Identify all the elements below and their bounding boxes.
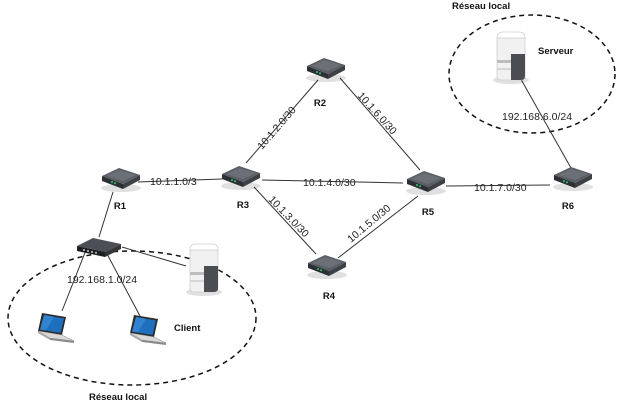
client-label: Client <box>174 323 201 334</box>
link-r1-switch <box>98 191 114 238</box>
link-switch-laptop2 <box>105 251 141 317</box>
link-r5-r6 <box>445 184 551 187</box>
lan-top-boundary <box>448 14 616 134</box>
router-label-r3: R3 <box>237 200 249 211</box>
router-r3-icon <box>221 166 261 190</box>
lan-bottom-boundary <box>7 250 257 386</box>
link-label-r3-r4: 10.1.3.0/30 <box>266 194 311 240</box>
laptop-2-icon <box>129 314 167 346</box>
link-r3-r5 <box>261 179 404 184</box>
link-label-r4-r5: 10.1.5.0/30 <box>345 202 393 245</box>
link-r2-r5 <box>339 77 421 171</box>
link-label-r3-r5: 10.1.4.0/30 <box>303 177 356 189</box>
server-bottom-icon <box>185 243 223 297</box>
router-r6-icon <box>553 167 593 191</box>
link-r6-server <box>517 73 572 169</box>
links <box>61 73 572 317</box>
link-label-r2-r5: 10.1.6.0/30 <box>355 90 399 137</box>
lan-bottom-title: Réseau local <box>89 392 147 403</box>
lan-top-subnet: 192.168.6.0/24 <box>502 111 572 123</box>
link-switch-laptop1 <box>61 249 87 312</box>
lan-bottom-subnet: 192.168.1.0/24 <box>67 274 137 286</box>
link-switch-server <box>121 246 187 267</box>
router-label-r1: R1 <box>114 201 127 212</box>
switch-icon <box>77 238 121 257</box>
router-r2-icon <box>306 58 346 82</box>
laptop-1-icon <box>37 312 75 344</box>
router-r5-icon <box>406 171 446 195</box>
router-label-r4: R4 <box>323 291 336 302</box>
link-r3-r4 <box>253 186 317 255</box>
router-r1-icon <box>101 168 141 192</box>
server-label: Serveur <box>538 46 574 57</box>
link-r1-r3 <box>137 178 223 183</box>
link-label-r5-r6: 10.1.7.0/30 <box>474 182 527 194</box>
server-top-icon <box>492 31 530 85</box>
link-r4-r5 <box>337 195 419 259</box>
router-label-r2: R2 <box>314 98 326 109</box>
link-label-r1-r3: 10.1.1.0/3 <box>150 176 197 188</box>
link-label-r3-r2: 10.1.2.0/30 <box>255 104 299 152</box>
link-r3-r2 <box>245 79 319 164</box>
lan-top-title: Réseau local <box>452 1 510 12</box>
router-r4-icon <box>307 255 347 279</box>
router-label-r6: R6 <box>562 201 574 212</box>
router-label-r5: R5 <box>422 207 435 218</box>
